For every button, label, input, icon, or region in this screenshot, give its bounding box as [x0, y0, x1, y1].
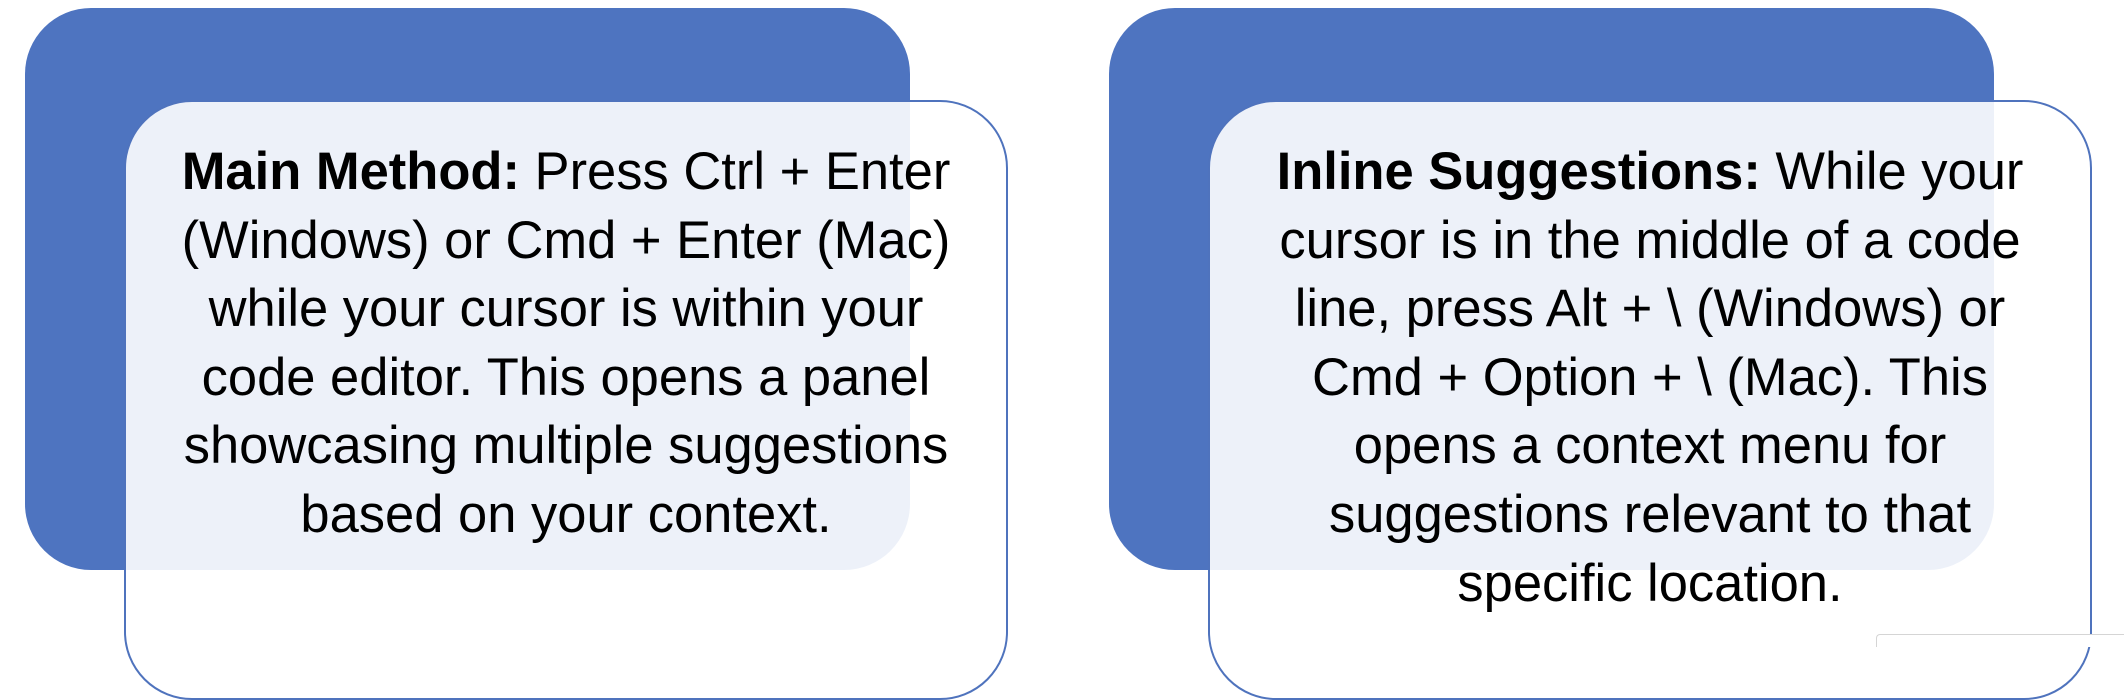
- card-body: While your cursor is in the middle of a …: [1279, 142, 2024, 613]
- card-body: Press Ctrl + Enter (Windows) or Cmd + En…: [181, 142, 951, 544]
- inline-suggestions-card: Inline Suggestions: While your cursor is…: [1109, 0, 2124, 700]
- card-heading: Main Method:: [181, 142, 520, 201]
- corner-overlay-edge: [1876, 634, 2124, 647]
- card-heading: Inline Suggestions:: [1276, 142, 1761, 201]
- main-method-card: Main Method: Press Ctrl + Enter (Windows…: [25, 0, 1045, 700]
- card-front-panel: Inline Suggestions: While your cursor is…: [1208, 100, 2092, 700]
- card-front-panel: Main Method: Press Ctrl + Enter (Windows…: [124, 100, 1008, 700]
- card-text: Inline Suggestions: While your cursor is…: [1210, 138, 2090, 618]
- card-text: Main Method: Press Ctrl + Enter (Windows…: [126, 138, 1006, 550]
